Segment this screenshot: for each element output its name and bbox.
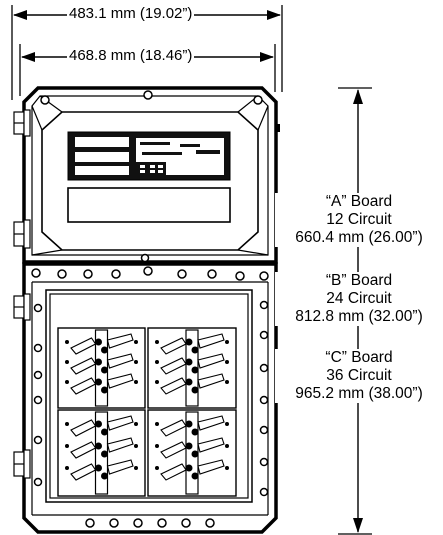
breaker-handle [106, 333, 134, 349]
board-b-circuits: 24 Circuit [326, 290, 392, 307]
breaker-handle [197, 373, 225, 389]
upper-bolts [40, 90, 263, 263]
terminal-dot [155, 422, 159, 426]
breaker-handle [70, 419, 97, 437]
lower-bolts-right [259, 300, 269, 497]
terminal-dot [155, 360, 159, 364]
upper-hinges [13, 109, 31, 249]
bus-connector [191, 450, 199, 458]
breaker-handle [70, 463, 97, 481]
bus-connector [185, 464, 193, 472]
bus-connector [185, 358, 193, 366]
latch-stub [276, 124, 280, 132]
breaker-handle [106, 459, 134, 475]
terminal-dot [225, 360, 229, 364]
breaker-handle [160, 337, 187, 355]
terminal-dot [134, 422, 138, 426]
terminal-dot [225, 444, 229, 448]
terminal-dot [65, 380, 69, 384]
terminal-dot [225, 380, 229, 384]
lower-bolts-top [31, 266, 269, 281]
board-b-name: “B” Board [325, 272, 393, 289]
breaker-handle [197, 353, 225, 369]
bus-connector [191, 346, 199, 354]
bus-connector [191, 386, 199, 394]
terminal-dot [155, 340, 159, 344]
board-a-label: “A” Board 12 Circuit 660.4 mm (26.00”) [275, 193, 443, 247]
breaker-handle [160, 419, 187, 437]
breaker-handle [160, 441, 187, 459]
terminal-dot [225, 340, 229, 344]
board-b-height: 812.8 mm (32.00”) [295, 308, 423, 325]
bus-connector [185, 442, 193, 450]
bus-connector [101, 472, 108, 480]
terminal-dot [134, 360, 138, 364]
bus-connector [95, 338, 102, 346]
terminal-dot [134, 380, 138, 384]
bus-connector [101, 450, 108, 458]
label-plate [67, 187, 231, 223]
board-a-name: “A” Board [325, 193, 393, 210]
board-b-label: “B” Board 24 Circuit 812.8 mm (32.00”) [275, 272, 443, 326]
breaker-handle [106, 437, 134, 453]
bus-connector [95, 420, 102, 428]
terminal-dot [65, 340, 69, 344]
breaker-handle [197, 459, 225, 475]
breaker-handle [70, 441, 97, 459]
bus-connector [101, 366, 108, 374]
terminal-dot [65, 444, 69, 448]
bus-connector [95, 464, 102, 472]
breaker-handle [197, 415, 225, 431]
breaker-handle [197, 437, 225, 453]
board-c-height: 965.2 mm (38.00”) [295, 385, 423, 402]
bus-connector [95, 378, 102, 386]
bus-connector [191, 428, 199, 436]
terminal-dot [65, 466, 69, 470]
board-a-height: 660.4 mm (26.00”) [295, 229, 423, 246]
bus-connector [101, 346, 108, 354]
breaker-handle [106, 373, 134, 389]
bus-connector [185, 378, 193, 386]
breaker-handle [160, 377, 187, 395]
breaker-handle [70, 357, 97, 375]
board-c-name: “C” Board [325, 349, 393, 366]
bus-connector [185, 338, 193, 346]
bus-connector [101, 428, 108, 436]
terminal-dot [134, 444, 138, 448]
terminal-dot [155, 444, 159, 448]
breaker-handle [197, 333, 225, 349]
bus-connector [101, 386, 108, 394]
bus-connector [191, 472, 199, 480]
terminal-dot [65, 422, 69, 426]
board-c-label: “C” Board 36 Circuit 965.2 mm (38.00”) [275, 349, 443, 403]
board-a-circuits: 12 Circuit [326, 211, 392, 228]
lower-enclosure [22, 262, 278, 534]
breaker-handle [106, 353, 134, 369]
lower-bolts-left [33, 303, 43, 487]
breaker-handle [70, 377, 97, 395]
lower-bolts-bottom [85, 518, 215, 528]
breaker-blocks [57, 327, 237, 497]
lower-hinges [13, 293, 31, 479]
inner-width-label: 468.8 mm (18.46”) [67, 47, 195, 64]
directory-window [67, 131, 231, 181]
terminal-dot [134, 466, 138, 470]
bus-connector [191, 366, 199, 374]
terminal-dot [155, 380, 159, 384]
bus-connector [95, 358, 102, 366]
terminal-dot [65, 360, 69, 364]
breaker-handle [160, 463, 187, 481]
terminal-dot [155, 466, 159, 470]
breaker-handle [70, 337, 97, 355]
breaker-handle [160, 357, 187, 375]
terminal-dot [225, 422, 229, 426]
bus-connector [95, 442, 102, 450]
bus-connector [185, 420, 193, 428]
terminal-dot [225, 466, 229, 470]
terminal-dot [134, 340, 138, 344]
board-c-circuits: 36 Circuit [326, 367, 392, 384]
breaker-handle [106, 415, 134, 431]
outer-width-label: 483.1 mm (19.02”) [67, 5, 195, 22]
